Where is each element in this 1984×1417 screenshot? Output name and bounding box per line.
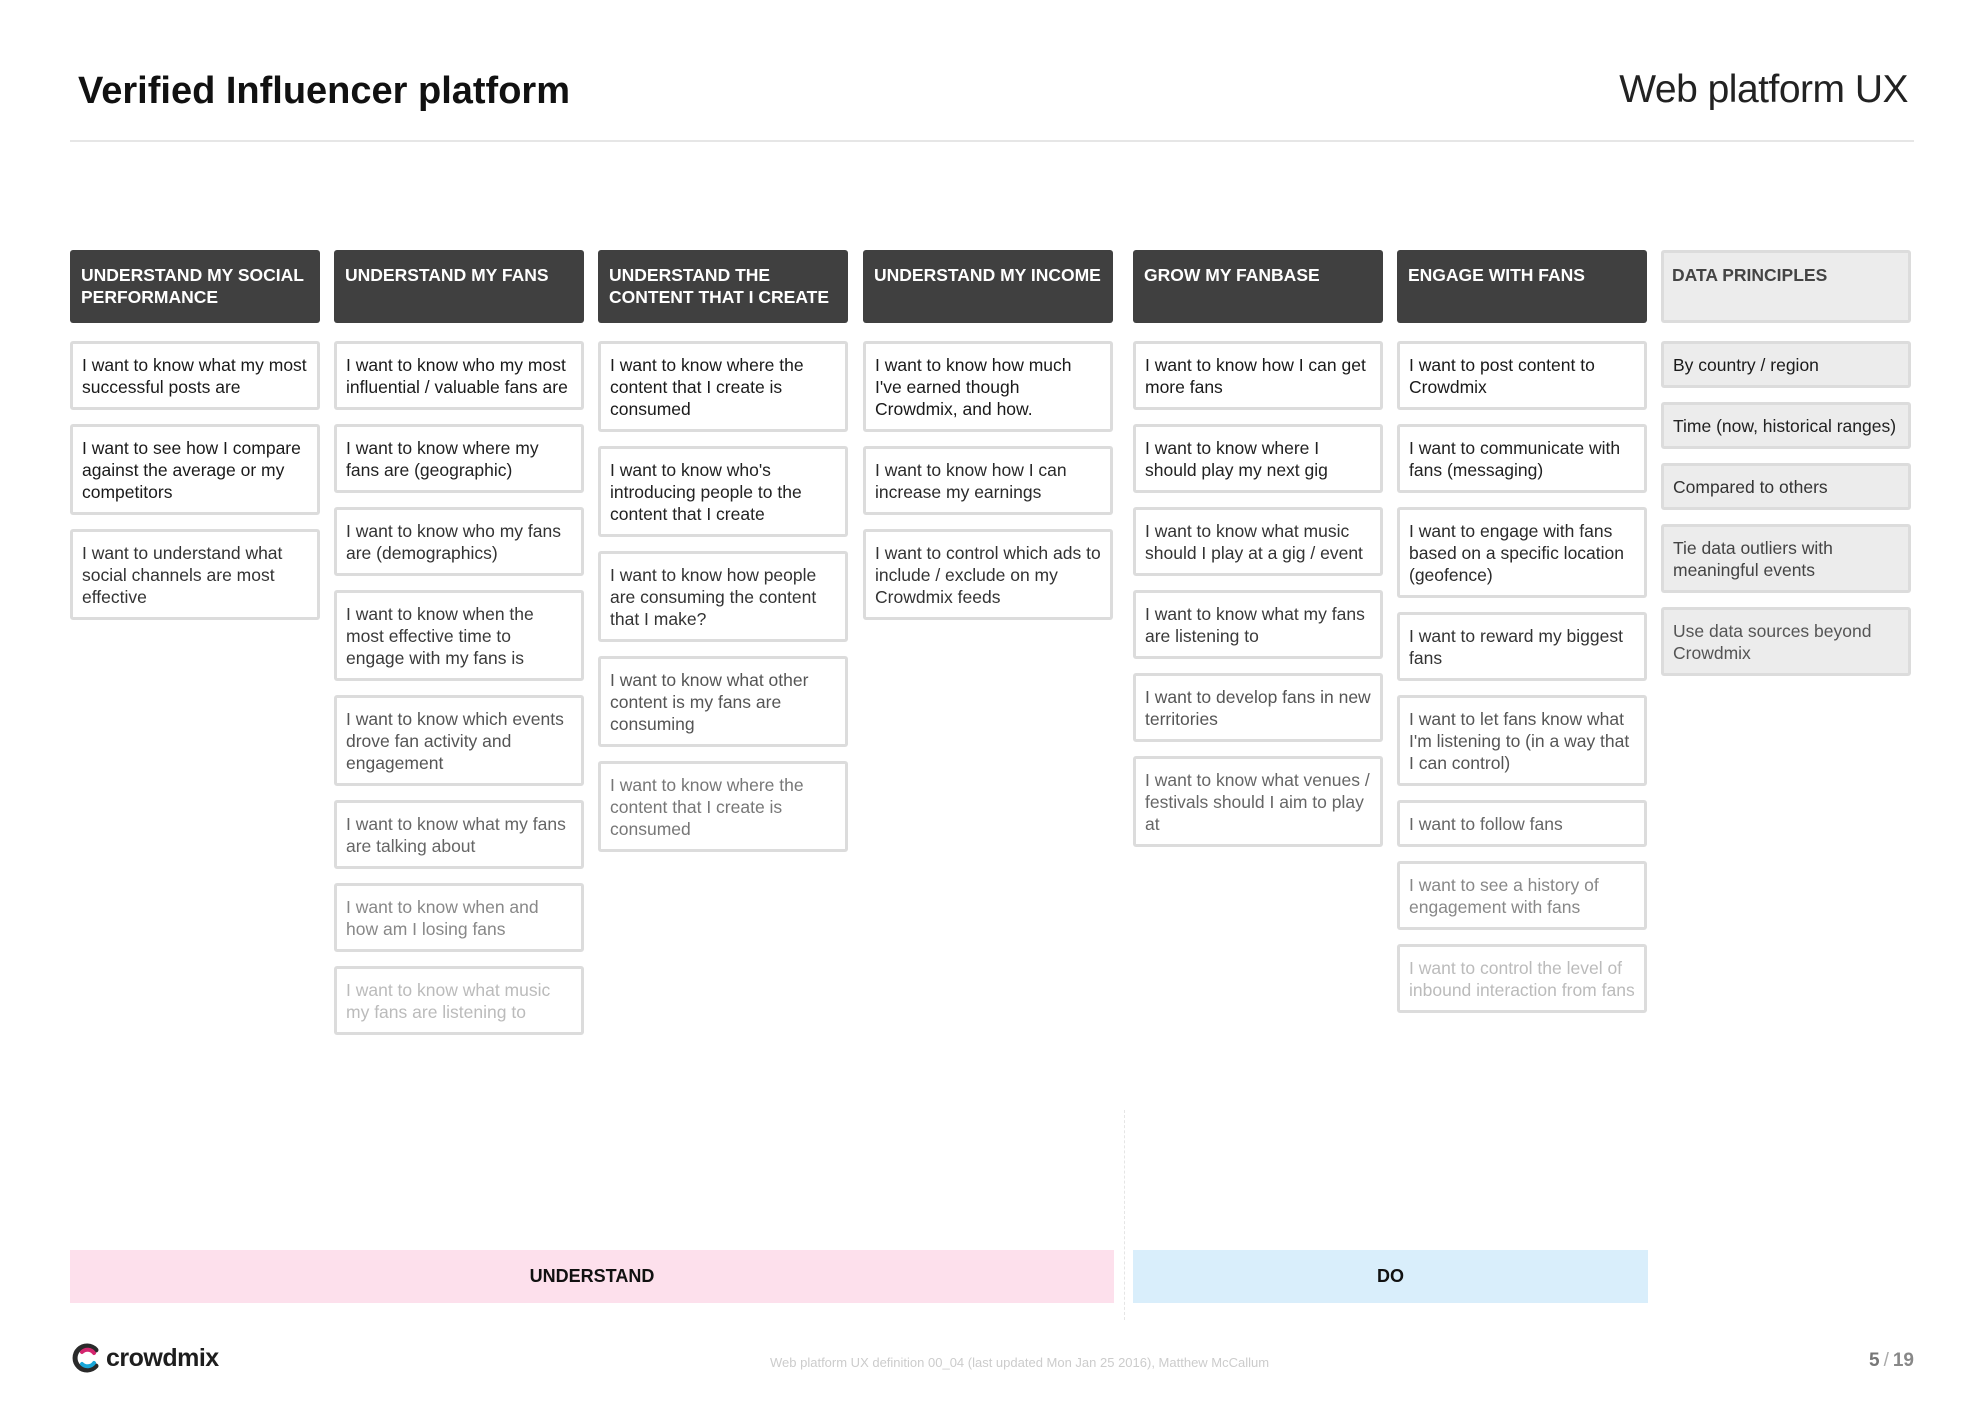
column-header: GROW MY FANBASE [1133,250,1383,323]
story-card: I want to know what my fans are talking … [334,800,584,869]
slide-header: Verified Influencer platform Web platfor… [70,64,1914,142]
column-fans: UNDERSTAND MY FANS I want to know who my… [334,250,584,1049]
story-card: I want to know how people are consuming … [598,551,848,642]
story-card: I want to know how I can get more fans [1133,341,1383,410]
story-card: I want to know where I should play my ne… [1133,424,1383,493]
page-title: Verified Influencer platform [78,70,570,112]
story-card: I want to know what my fans are listenin… [1133,590,1383,659]
story-card: I want to know which events drove fan ac… [334,695,584,786]
card-list: I want to know who my most influential /… [334,341,584,1035]
column-header: ENGAGE WITH FANS [1397,250,1647,323]
story-card: I want to post content to Crowdmix [1397,341,1647,410]
story-card: I want to know how I can increase my ear… [863,446,1113,515]
card-list: I want to know how I can get more fans I … [1133,341,1383,847]
principle-card: Use data sources beyond Crowdmix [1661,607,1911,676]
story-card: I want to know what my most successful p… [70,341,320,410]
story-card: I want to follow fans [1397,800,1647,847]
crowdmix-logo-icon [72,1343,99,1373]
footer-note: Web platform UX definition 00_04 (last u… [770,1355,1270,1370]
page-number: 5/19 [1869,1350,1914,1372]
brand-logo: crowdmix [70,1340,219,1376]
card-list: I want to know how much I've earned thou… [863,341,1113,620]
column-header: UNDERSTAND MY SOCIAL PERFORMANCE [70,250,320,323]
story-card: I want to know what other content is my … [598,656,848,747]
principle-card: Compared to others [1661,463,1911,510]
story-card: I want to know where the content that I … [598,341,848,432]
story-card: I want to see a history of engagement wi… [1397,861,1647,930]
page-total: 19 [1892,1350,1914,1371]
section-divider [1124,1110,1125,1320]
story-card: I want to develop fans in new territorie… [1133,673,1383,742]
column-header: DATA PRINCIPLES [1661,250,1911,323]
column-income: UNDERSTAND MY INCOME I want to know how … [863,250,1113,634]
column-engage-fans: ENGAGE WITH FANS I want to post content … [1397,250,1647,1027]
column-header: UNDERSTAND MY FANS [334,250,584,323]
do-band: DO [1133,1250,1648,1303]
story-card: I want to know where my fans are (geogra… [334,424,584,493]
column-header: UNDERSTAND MY INCOME [863,250,1113,323]
story-card: I want to know what venues / festivals s… [1133,756,1383,847]
page-current: 5 [1869,1350,1880,1371]
story-card: I want to know who my fans are (demograp… [334,507,584,576]
card-list: I want to know where the content that I … [598,341,848,852]
card-list: I want to know what my most successful p… [70,341,320,620]
story-card: I want to control the level of inbound i… [1397,944,1647,1013]
page-subtitle: Web platform UX [1619,68,1908,111]
story-card: I want to know what music should I play … [1133,507,1383,576]
story-card: I want to engage with fans based on a sp… [1397,507,1647,598]
principle-card: Time (now, historical ranges) [1661,402,1911,449]
story-card: I want to know when the most effective t… [334,590,584,681]
column-header: UNDERSTAND THE CONTENT THAT I CREATE [598,250,848,323]
story-card: I want to communicate with fans (messagi… [1397,424,1647,493]
story-card: I want to know where the content that I … [598,761,848,852]
story-card: I want to reward my biggest fans [1397,612,1647,681]
story-card: I want to know how much I've earned thou… [863,341,1113,432]
story-card: I want to let fans know what I'm listeni… [1397,695,1647,786]
understand-band: UNDERSTAND [70,1250,1114,1303]
page-separator: / [1883,1350,1889,1371]
story-card: I want to see how I compare against the … [70,424,320,515]
brand-name: crowdmix [106,1343,219,1372]
story-card: I want to control which ads to include /… [863,529,1113,620]
journey-columns: UNDERSTAND MY SOCIAL PERFORMANCE I want … [70,250,1912,1050]
story-card: I want to know what music my fans are li… [334,966,584,1035]
story-card: I want to understand what social channel… [70,529,320,620]
story-card: I want to know who's introducing people … [598,446,848,537]
column-content: UNDERSTAND THE CONTENT THAT I CREATE I w… [598,250,848,866]
card-list: I want to post content to Crowdmix I want… [1397,341,1647,1013]
story-card: I want to know when and how am I losing … [334,883,584,952]
column-grow-fanbase: GROW MY FANBASE I want to know how I can… [1133,250,1383,861]
principle-card: By country / region [1661,341,1911,388]
column-social-performance: UNDERSTAND MY SOCIAL PERFORMANCE I want … [70,250,320,634]
story-card: I want to know who my most influential /… [334,341,584,410]
principle-card: Tie data outliers with meaningful events [1661,524,1911,593]
